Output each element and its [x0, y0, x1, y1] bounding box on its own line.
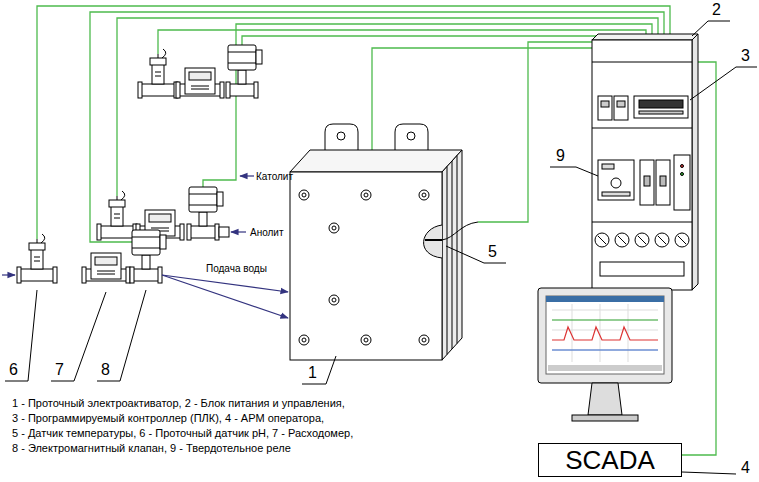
- callout-number: 9: [556, 147, 565, 165]
- flow-arrows: [2, 176, 288, 318]
- scada-box: SCADA: [538, 443, 682, 477]
- callout-number: 3: [741, 47, 750, 65]
- control-wires: [37, 6, 716, 455]
- callout-number: 5: [488, 243, 497, 261]
- callout-number: 7: [55, 361, 64, 379]
- node-text: SCADA: [565, 446, 655, 474]
- bottom-row-devices: [17, 230, 166, 283]
- flow-label: Подача воды: [206, 262, 267, 275]
- legend-line: 5 - Датчик температуры, 6 - Проточный да…: [12, 426, 353, 440]
- middle-row-devices: [97, 187, 229, 240]
- callout-number: 2: [712, 1, 721, 19]
- callout-number: 6: [9, 361, 18, 379]
- legend-line: 1 - Проточный электроактиватор, 2 - Блок…: [12, 396, 345, 410]
- control-panel: [592, 34, 698, 290]
- flow-label: Католит: [256, 170, 293, 183]
- legend-line: 3 - Программируемый контроллер (ПЛК), 4 …: [12, 411, 324, 425]
- top-row-devices: [138, 45, 262, 98]
- callout-number: 8: [101, 361, 110, 379]
- legend-line: 8 - Электромагнитный клапан, 9 - Твердот…: [12, 441, 291, 455]
- monitor: [538, 288, 672, 421]
- callout-number: 1: [308, 364, 317, 382]
- flow-label: Анолит: [250, 226, 284, 239]
- callout-number: 4: [741, 459, 750, 477]
- callout-leaders: [5, 21, 757, 474]
- electroactivator: [290, 124, 478, 360]
